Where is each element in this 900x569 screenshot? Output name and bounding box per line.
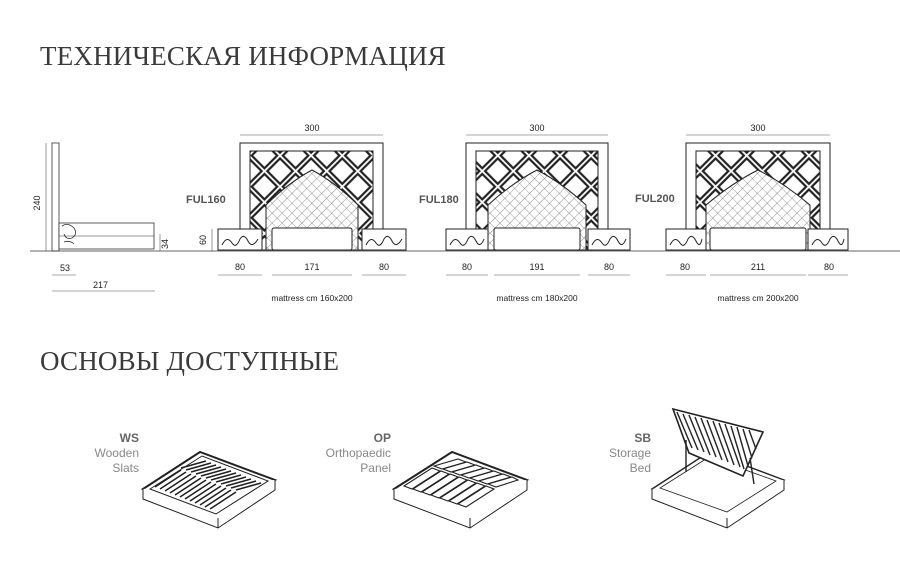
base-code: WS [119,431,139,445]
base-label-sb: SB Storage Bed [541,431,651,476]
model-label-ful160: FUL160 [186,194,226,206]
base-name-line1: Wooden [94,446,139,460]
mattress-caption: mattress cm 160x200 [271,293,353,303]
base-label-op: OP Orthopaedic Panel [281,431,391,476]
base-label-ws: WS Wooden Slats [29,431,139,476]
mattress-width-label: 191 [529,262,544,272]
nightstand-left-label: 80 [680,262,690,272]
bed-drawing-ful180: 300 FUL180 80 191 80 mattress cm 180x200 [419,123,631,303]
base-code: OP [373,431,391,445]
side-length-label: 217 [93,280,108,290]
nightstand-left-label: 80 [235,262,245,272]
base-name-line2: Panel [360,461,391,475]
overall-width-label: 300 [304,123,319,133]
mattress-caption: mattress cm 180x200 [496,293,578,303]
base-name-line1: Storage [608,446,651,460]
base-drawing-orthopaedic-panel [391,450,530,529]
technical-drawings: 240 53 34 217 300 FUL160 60 80 171 80 ma… [30,123,900,303]
section-title-tech-info: ТЕХНИЧЕСКАЯ ИНФОРМАЦИЯ [40,41,446,71]
mattress-width-label: 171 [304,262,319,272]
nightstand-right-label: 80 [604,262,614,272]
overall-width-label: 300 [529,123,544,133]
bed-drawing-ful160: 300 FUL160 60 80 171 80 mattress cm 160x… [186,123,407,303]
side-height-label: 240 [32,195,42,210]
overall-width-label: 300 [750,123,765,133]
section-title-bases: ОСНОВЫ ДОСТУПНЫЕ [40,346,340,376]
base-name-line2: Slats [112,461,139,475]
headboard-height-label: 60 [198,235,208,245]
bed-drawing-ful200: 300 FUL200 80 211 80 mattress cm 200x200 [635,123,849,303]
nightstand-right-label: 80 [379,262,389,272]
nightstand-right-label: 80 [824,262,834,272]
mattress-caption: mattress cm 200x200 [717,293,799,303]
model-label-ful180: FUL180 [419,194,459,206]
base-drawing-wooden-slats [140,450,278,529]
side-view-drawing: 240 53 34 217 [30,142,900,292]
model-label-ful200: FUL200 [635,193,675,205]
base-drawing-storage-bed [650,407,786,529]
base-name-line2: Bed [629,461,651,475]
side-leg-label: 34 [160,239,170,249]
base-code: SB [634,431,651,445]
mattress-width-label: 211 [751,262,765,272]
side-base-label: 53 [60,263,70,273]
base-name-line1: Orthopaedic [325,446,391,460]
nightstand-left-label: 80 [462,262,472,272]
